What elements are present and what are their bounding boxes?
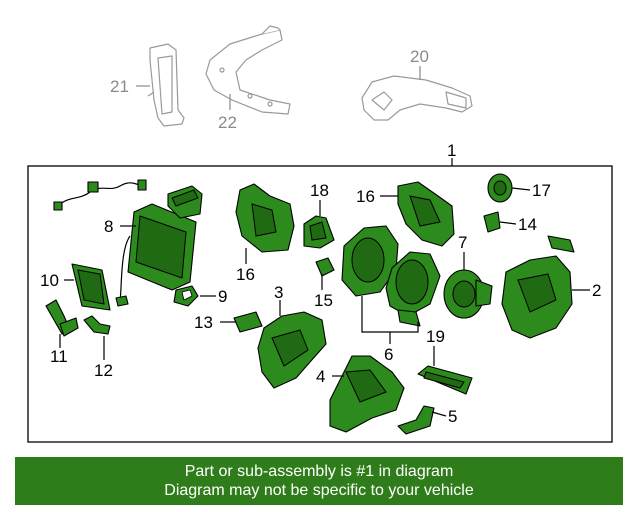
part-14-resistor [483,211,501,233]
callout-10: 10 [40,271,59,290]
callout-16-right: 16 [356,187,375,206]
footer-banner: Part or sub-assembly is #1 in diagram Di… [15,457,623,505]
callout-16-left: 16 [236,265,255,284]
part-2-case [501,255,573,339]
part-6-blower-case [341,225,441,327]
part-15-clip [315,257,335,277]
callout-11: 11 [50,347,68,366]
leader-lines [59,66,590,417]
gasket-top [167,185,203,219]
callout-13: 13 [194,313,213,332]
part-22-bracket [205,25,291,115]
part-13-plate [233,311,263,333]
part-19-filter [417,365,473,395]
callout-8: 8 [104,217,113,236]
callout-14: 14 [518,215,537,234]
part-17-motor [487,173,513,203]
assembly-frame [27,165,613,443]
part-10-heater-core [71,263,111,311]
part-3-case [257,311,327,389]
callout-15: 15 [314,291,333,310]
callout-12: 12 [94,361,113,380]
callout-7: 7 [458,233,467,252]
callout-5: 5 [448,407,457,426]
callout-6: 6 [384,345,393,364]
part-20-duct [361,75,473,121]
part-11-hose [45,299,79,337]
callout-4: 4 [316,367,325,386]
part-12-hose [83,315,111,335]
callout-18: 18 [310,181,329,200]
wire-harness [53,179,147,211]
callout-20: 20 [410,47,429,66]
part-16-case-right [397,181,455,247]
cabin-filter [547,235,575,253]
part-21-duct [147,43,185,127]
part-5-tube [397,405,435,435]
callout-1: 1 [447,141,456,160]
footer-line-1: Part or sub-assembly is #1 in diagram [184,463,454,480]
callout-2: 2 [592,281,601,300]
part-8-evaporator [115,203,197,307]
callout-19: 19 [426,327,445,346]
callout-17: 17 [532,181,551,200]
callout-21: 21 [110,77,129,96]
part-18-actuator [303,215,335,249]
callout-22: 22 [218,113,237,132]
part-4-case [329,355,405,433]
part-9-seal [173,285,199,307]
footer-line-2: Diagram may not be specific to your vehi… [164,482,474,499]
part-16-case-left [235,183,295,253]
callout-9: 9 [218,287,227,306]
callout-3: 3 [274,283,283,302]
part-7-blower-motor [443,269,493,319]
